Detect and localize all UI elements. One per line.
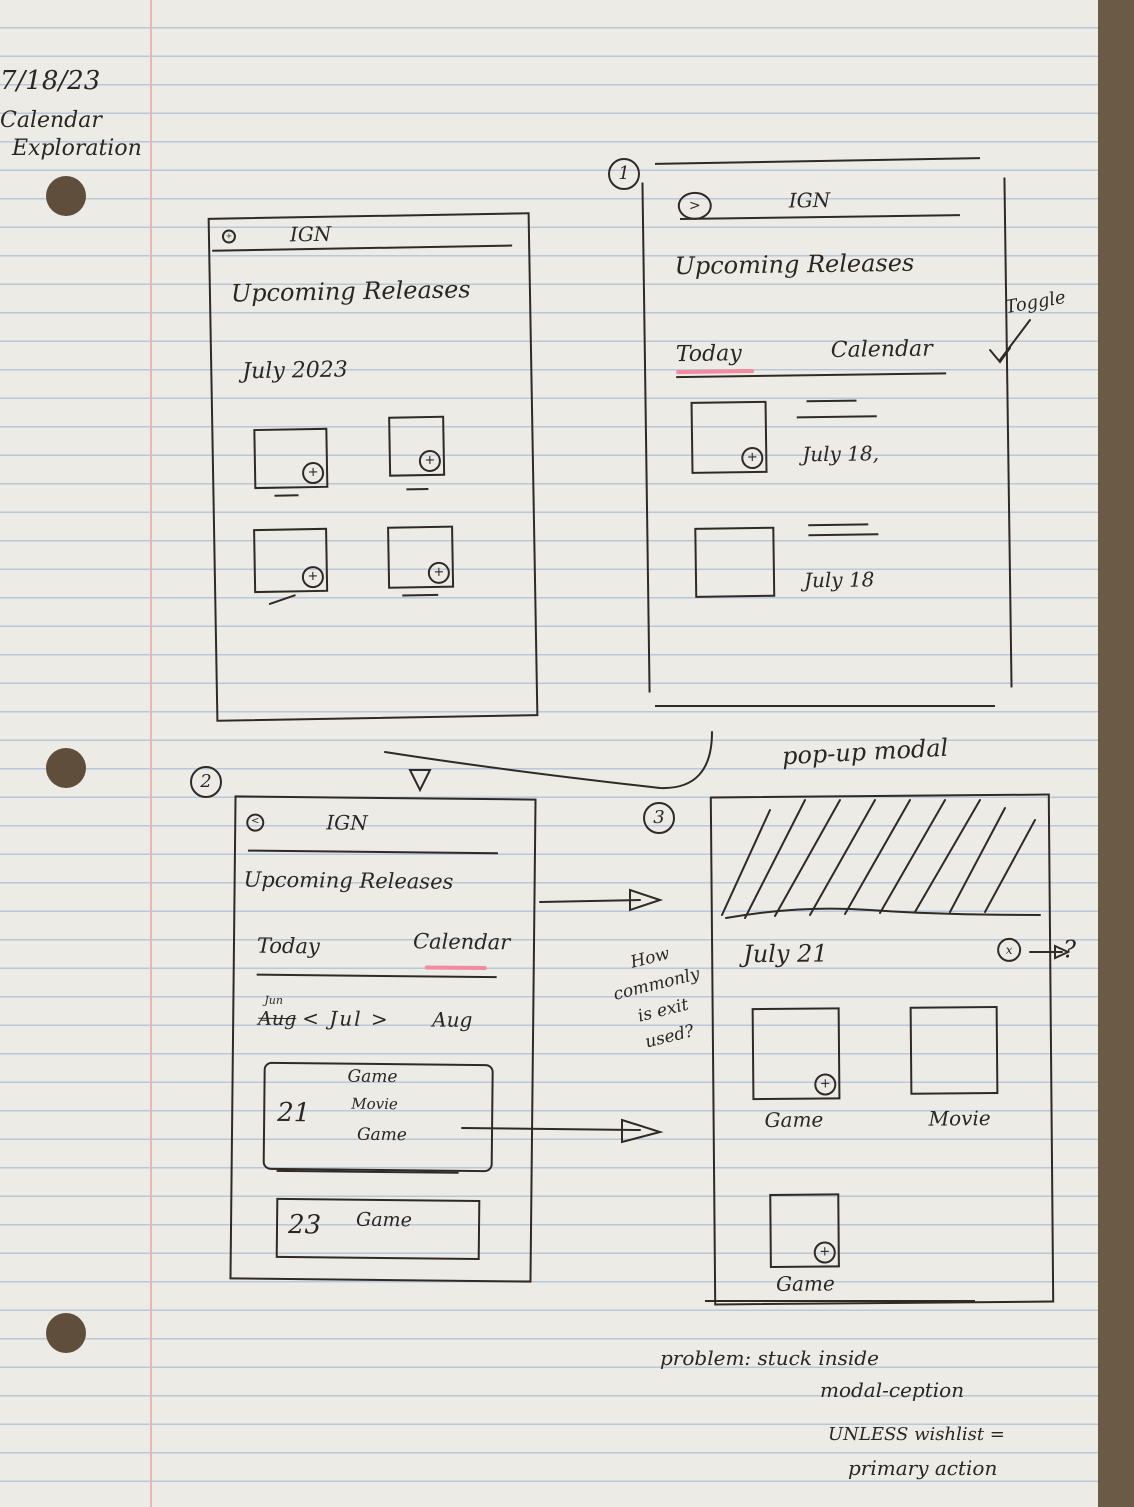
step-number: 1	[608, 158, 640, 190]
hatch-stroke	[879, 799, 946, 914]
binder-hole	[46, 176, 86, 216]
modal-divider	[725, 907, 1041, 919]
margin-line	[150, 0, 152, 1507]
hatch-stroke	[914, 799, 981, 913]
hatch-stroke	[984, 819, 1036, 913]
flow-arrow	[461, 1127, 641, 1131]
title-note: Calendar	[0, 108, 102, 133]
step-number: 2	[190, 766, 222, 798]
sketch-bottom-line	[655, 705, 995, 707]
modal-bottom-line	[705, 1300, 975, 1302]
title-note: Exploration	[12, 136, 142, 161]
flow-arrow	[539, 899, 641, 903]
arrow-head	[621, 1118, 664, 1144]
arrow-head	[408, 769, 432, 793]
step-number: 3	[643, 802, 675, 834]
hatch-stroke	[744, 799, 806, 919]
arrow-head	[629, 888, 664, 912]
problem-note: modal-ception	[820, 1378, 965, 1402]
problem-note: primary action	[848, 1456, 998, 1480]
problem-note: problem: stuck inside	[660, 1346, 879, 1370]
binder-hole	[46, 1313, 86, 1353]
hatch-stroke	[809, 799, 876, 916]
hatch-stroke	[721, 809, 771, 916]
problem-note: UNLESS wishlist =	[828, 1424, 1005, 1445]
arrow-head	[1054, 944, 1071, 960]
notebook-page: 7/18/23 Calendar Exploration + IGN Upcom…	[0, 0, 1098, 1507]
hatch-stroke	[844, 799, 911, 915]
arrow-head	[989, 347, 1011, 364]
hatch-stroke	[774, 799, 841, 917]
date-note: 7/18/23	[0, 66, 101, 96]
flow-arrow	[384, 731, 713, 790]
hatch-stroke	[949, 807, 1006, 913]
ink-strokes	[384, 319, 1071, 1144]
binder-hole	[46, 748, 86, 788]
